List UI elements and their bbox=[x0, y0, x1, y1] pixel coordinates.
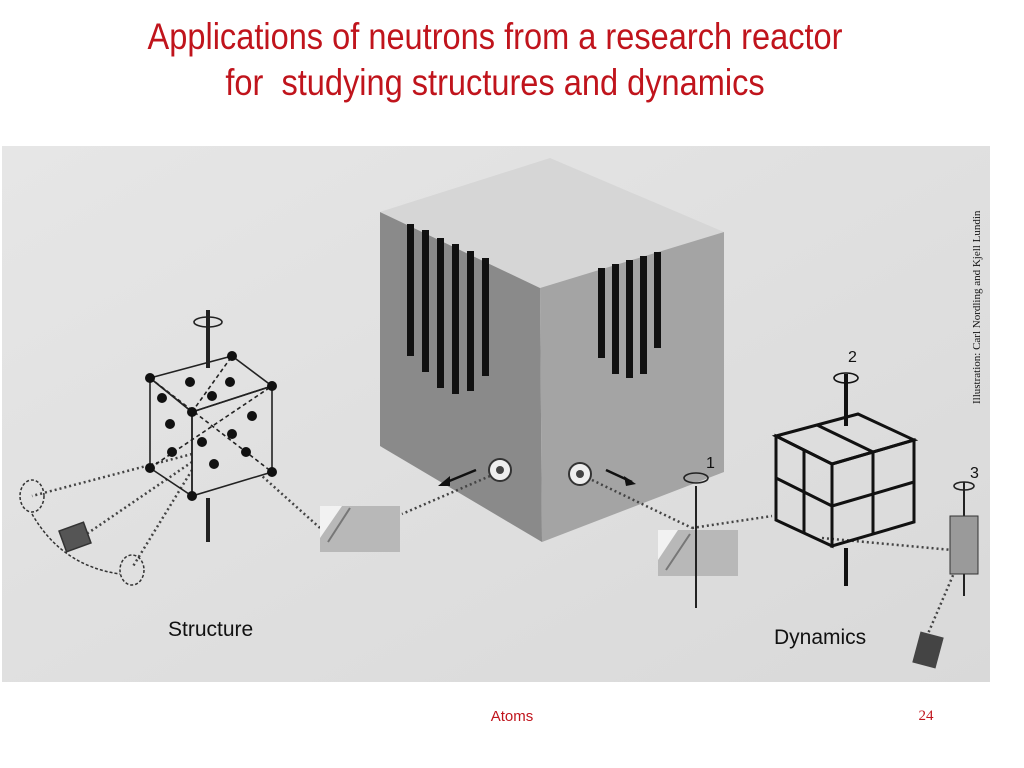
marker-3: 3 bbox=[970, 465, 979, 482]
structure-label: Structure bbox=[168, 618, 253, 641]
structure-lattice bbox=[148, 310, 274, 542]
marker-2: 2 bbox=[848, 349, 857, 366]
neutron-beams bbox=[31, 452, 959, 637]
title-line-2: for studying structures and dynamics bbox=[225, 62, 765, 103]
slide-number: 24 bbox=[918, 708, 934, 724]
reactor-illustration: Structure Dynamics 1 2 3 Illustration: C… bbox=[2, 146, 990, 682]
dynamics-label: Dynamics bbox=[774, 626, 866, 649]
dynamics-lattice bbox=[771, 372, 919, 586]
monochromator-right bbox=[658, 486, 738, 608]
slide-title: Applications of neutrons from a research… bbox=[59, 14, 930, 106]
structure-atoms bbox=[145, 351, 277, 501]
structure-detectors bbox=[19, 479, 145, 586]
title-line-1: Applications of neutrons from a research… bbox=[147, 16, 843, 57]
marker-1: 1 bbox=[706, 455, 715, 472]
illustration-credit: Illustration: Carl Nordling and Kjell Lu… bbox=[971, 210, 983, 404]
reactor-block bbox=[380, 158, 724, 542]
footer-text: Atoms bbox=[490, 708, 534, 725]
dynamics-sample bbox=[912, 482, 979, 669]
monochromator-left bbox=[320, 506, 400, 552]
